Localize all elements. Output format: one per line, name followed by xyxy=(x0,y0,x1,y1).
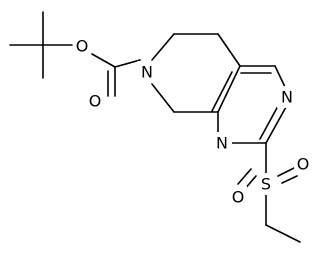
ring-nitrogen-label-background xyxy=(137,61,157,83)
bond-carbonyl-to-ring-nitrogen xyxy=(114,59,141,68)
bond-sulfur-to-right-oxygen-1 xyxy=(277,167,295,177)
upper-pyrimidine-nitrogen-label: N xyxy=(281,88,293,107)
bond-ring-n-upper-ch2 xyxy=(151,33,175,61)
sulfur-label: S xyxy=(261,175,271,194)
left-sulfonyl-oxygen-label-background xyxy=(229,186,247,208)
tert-butyl-group xyxy=(9,11,73,79)
carbonyl-oxygen-label: O xyxy=(89,92,102,111)
bond-ethyl-ch2-to-ch3 xyxy=(265,224,301,243)
bond-oxygen-to-carbonyl xyxy=(91,53,116,68)
bond-fusion-left-double xyxy=(211,71,233,112)
ester-oxygen-label-background xyxy=(73,35,91,57)
ester-oxygen-label: O xyxy=(76,37,89,56)
tetrahydropyridine-ring xyxy=(151,33,241,113)
bond-n-to-c2 xyxy=(265,106,287,144)
lower-pyrimidine-nitrogen-label: N xyxy=(216,134,228,153)
ring-nitrogen-label: N xyxy=(141,63,153,82)
upper-pyrimidine-nitrogen-label-background xyxy=(277,86,297,108)
left-sulfonyl-oxygen-label: O xyxy=(232,188,245,207)
bond-n-to-c2-double xyxy=(259,105,279,140)
carbonyl-oxygen-label-background xyxy=(86,90,104,112)
bond-top-ch-to-n xyxy=(274,65,286,88)
bond-upper-ch2-ring-fusion xyxy=(217,33,241,67)
carbamate-group xyxy=(91,53,141,97)
bond-sulfur-to-right-oxygen-2 xyxy=(281,175,298,184)
right-sulfonyl-oxygen-label-background xyxy=(294,153,312,175)
pyrimidine-ring xyxy=(211,65,287,144)
bond-sulfur-to-left-oxygen-2 xyxy=(237,168,252,185)
right-sulfonyl-oxygen-label: O xyxy=(297,155,310,174)
bond-fusion-left xyxy=(217,65,241,113)
atom-labels: O O N N N S O O xyxy=(73,35,312,208)
sulfur-label-background xyxy=(257,173,275,195)
lower-pyrimidine-nitrogen-label-background xyxy=(212,132,232,154)
bond-ring-n-lower-ch2 xyxy=(151,83,175,113)
